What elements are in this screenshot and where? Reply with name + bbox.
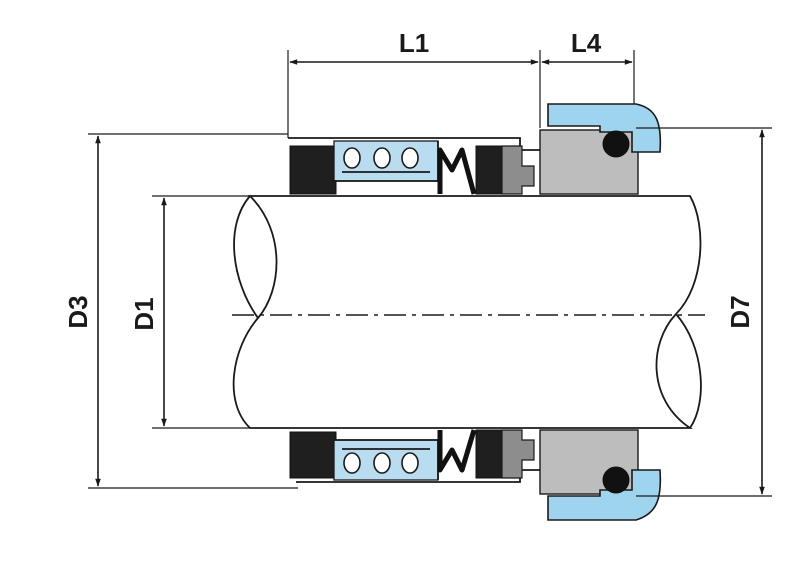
lower-gland (547, 469, 662, 521)
upper-springs (342, 147, 430, 173)
lower-seat-step (501, 429, 535, 479)
d7-label: D7 (725, 295, 755, 328)
spring-coil-icon (343, 147, 361, 169)
dimension-d7: D7 (636, 127, 772, 497)
upper-seal-assembly (288, 103, 662, 195)
shaft-twist-right (675, 313, 702, 429)
shaft-twist-left (233, 195, 259, 319)
spring-coil-icon (373, 452, 391, 474)
l1-label: L1 (399, 28, 429, 58)
dimension-l1: L1 (287, 28, 541, 138)
dimension-d3: D3 (63, 133, 298, 489)
upper-housing-outline (288, 137, 540, 151)
upper-seat-step (501, 145, 535, 195)
o-ring-icon (602, 130, 630, 158)
shaft-outline (232, 195, 702, 429)
upper-seal-face (289, 145, 337, 195)
lower-bellows (437, 429, 477, 473)
spring-coil-icon (401, 147, 419, 169)
l4-label: L4 (571, 28, 602, 58)
upper-bellows (437, 147, 477, 195)
lower-seal-face (289, 431, 337, 479)
lower-seal-assembly (289, 429, 662, 521)
dimension-d1: D1 (129, 195, 250, 429)
o-ring-icon (602, 466, 630, 494)
d3-label: D3 (63, 295, 93, 328)
lower-bellows-ring (475, 429, 503, 479)
upper-bellows-ring (475, 145, 503, 195)
d1-label: D1 (129, 297, 159, 330)
upper-gland (547, 103, 662, 153)
lower-springs (342, 448, 430, 474)
spring-coil-icon (373, 147, 391, 169)
shaft (232, 195, 705, 429)
spring-coil-icon (401, 452, 419, 474)
dimension-l4: L4 (541, 28, 635, 104)
spring-coil-icon (343, 452, 361, 474)
